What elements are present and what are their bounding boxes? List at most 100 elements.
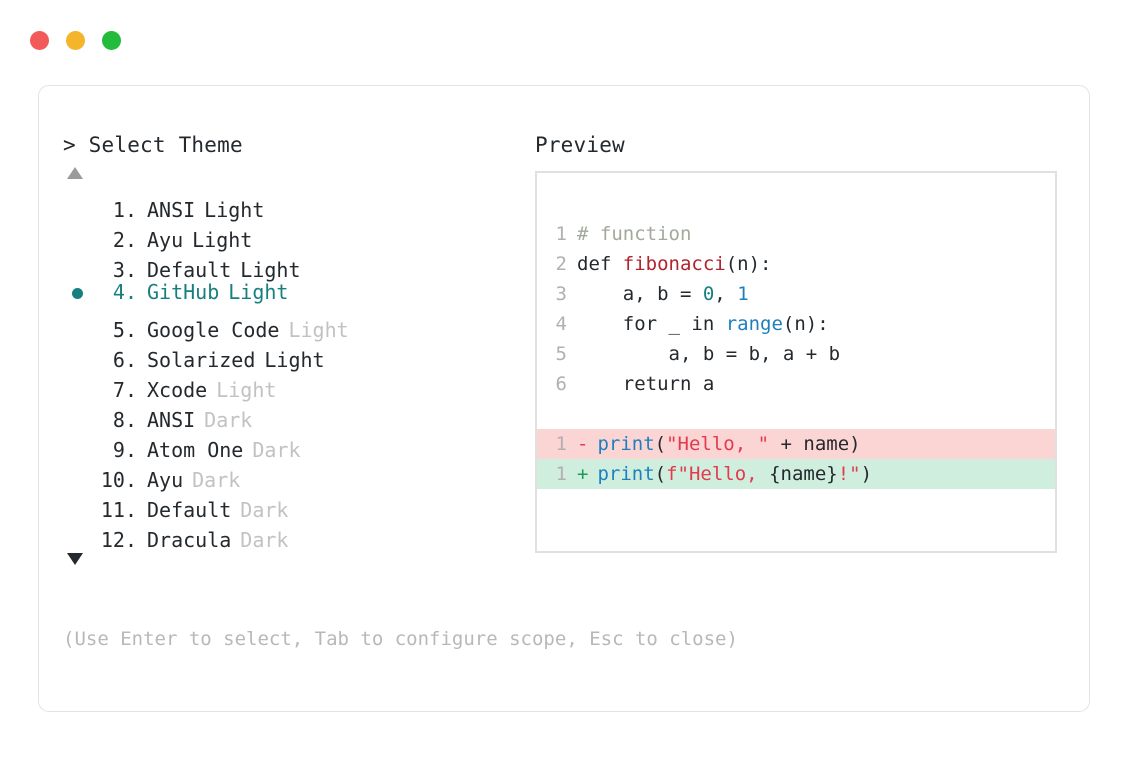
theme-item-index: 1. [112, 198, 137, 222]
selection-bullet-cell [63, 217, 91, 247]
theme-list-item[interactable]: 6. Solarized Light [63, 337, 533, 372]
line-number: 2 [555, 253, 567, 275]
scroll-down-icon[interactable] [67, 553, 83, 565]
theme-item-name: Default [147, 498, 232, 522]
selection-bullet-cell [63, 457, 91, 487]
theme-item-variant: Light [240, 258, 301, 282]
maximize-icon[interactable] [102, 31, 121, 50]
line-number: 5 [555, 343, 567, 365]
line-number: 1 [555, 223, 567, 245]
theme-item-name: ANSI [147, 408, 196, 432]
theme-item-index: 3. [112, 258, 137, 282]
selection-bullet-cell [63, 367, 91, 397]
code-token: (n): [782, 313, 829, 335]
theme-item-variant: Dark [204, 408, 253, 432]
theme-item-name: Default [147, 258, 232, 282]
code-line: 4 for _ in range(n): [537, 309, 1055, 339]
minimize-icon[interactable] [66, 31, 85, 50]
theme-item-name: Google Code [147, 318, 280, 342]
code-token: ) [860, 463, 873, 485]
theme-item-variant: Dark [240, 498, 289, 522]
code-token: print [597, 433, 655, 455]
theme-item-variant: Light [228, 280, 289, 304]
theme-item-name: Ayu [147, 228, 184, 252]
selection-bullet-cell [63, 397, 91, 427]
theme-item-name: Solarized [147, 348, 256, 372]
theme-item-variant: Dark [252, 438, 301, 462]
code-token: , [714, 283, 738, 305]
theme-item-variant: Light [288, 318, 349, 342]
preview-label: Preview [535, 133, 625, 157]
selection-bullet-cell [63, 187, 91, 217]
theme-list-item[interactable]: 2. Ayu Light [63, 217, 533, 252]
code-token: "Hello, " [666, 433, 770, 455]
theme-list-item[interactable]: 8. ANSI Dark [63, 397, 533, 432]
selection-bullet-cell [63, 307, 91, 337]
diff-minus-marker: - [577, 433, 589, 455]
code-token: (n): [725, 253, 772, 275]
theme-list-item[interactable]: 9. Atom One Dark [63, 427, 533, 462]
selection-bullet-cell [63, 279, 91, 309]
theme-list-item[interactable]: 7. Xcode Light [63, 367, 533, 402]
theme-item-index: 4. [112, 280, 137, 304]
theme-item-variant: Light [192, 228, 253, 252]
code-function-name: fibonacci [622, 253, 726, 275]
code-token: !" [837, 463, 861, 485]
code-token: ( [654, 463, 667, 485]
close-icon[interactable] [30, 31, 49, 50]
code-spacer [537, 399, 1055, 429]
code-builtin: range [725, 313, 783, 335]
theme-item-index: 2. [112, 228, 137, 252]
theme-item-index: 6. [112, 348, 137, 372]
theme-item-variant: Light [216, 378, 277, 402]
theme-item-index: 8. [112, 408, 137, 432]
code-token: print [597, 463, 655, 485]
diff-removed-line: 1-print("Hello, " + name) [537, 429, 1055, 459]
theme-item-index: 11. [100, 498, 137, 522]
keyboard-hint: (Use Enter to select, Tab to configure s… [63, 628, 738, 650]
theme-item-variant: Light [204, 198, 265, 222]
selection-bullet-cell [63, 247, 91, 277]
scroll-up-icon[interactable] [67, 167, 83, 179]
theme-item-index: 7. [112, 378, 137, 402]
selection-bullet-cell [63, 427, 91, 457]
code-number: 0 [702, 283, 715, 305]
selection-bullet-cell [63, 487, 91, 517]
line-number: 1 [555, 433, 567, 455]
diff-plus-marker: + [577, 463, 589, 485]
theme-item-name: Xcode [147, 378, 208, 402]
selected-bullet-icon [71, 288, 83, 299]
selection-bullet-cell [63, 517, 91, 547]
theme-item-variant: Light [264, 348, 325, 372]
code-token: ( [654, 433, 667, 455]
theme-list-item[interactable]: 11. Default Dark [63, 487, 533, 522]
theme-item-name: Atom One [147, 438, 244, 462]
theme-list-item[interactable]: 4. GitHub Light [63, 277, 533, 307]
code-token: a, b = b, a + b [577, 343, 841, 365]
code-token: for _ in [577, 313, 726, 335]
code-token: f"Hello, [666, 463, 770, 485]
theme-item-name: Ayu [147, 468, 184, 492]
theme-item-index: 9. [112, 438, 137, 462]
theme-item-index: 12. [100, 528, 137, 552]
theme-item-name: GitHub [147, 280, 220, 304]
code-line: 5 a, b = b, a + b [537, 339, 1055, 369]
theme-item-name: Dracula [147, 528, 232, 552]
theme-list-item[interactable]: 3. Default Light [63, 247, 533, 282]
theme-list-item[interactable]: 10. Ayu Dark [63, 457, 533, 492]
diff-added-line: 1+print(f"Hello, {name}!") [537, 459, 1055, 489]
code-line: 6 return a [537, 369, 1055, 399]
theme-item-index: 10. [100, 468, 137, 492]
line-number: 1 [555, 463, 567, 485]
theme-item-variant: Dark [192, 468, 241, 492]
